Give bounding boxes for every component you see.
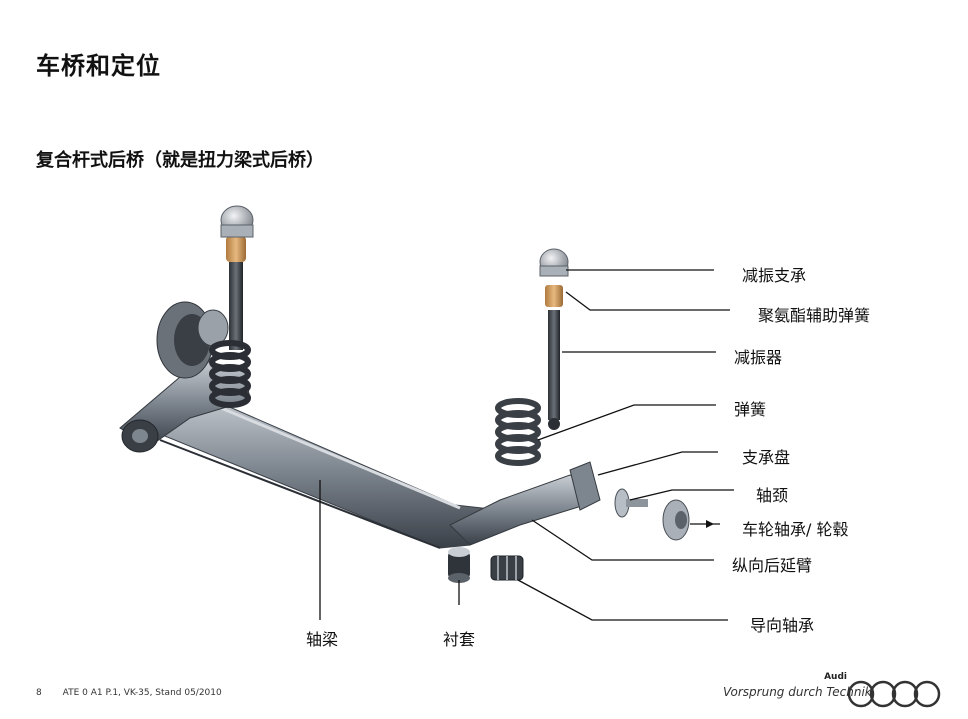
left-coil-spring bbox=[209, 340, 251, 408]
footer-info: 8 ATE 0 A1 P.1, VK-35, Stand 05/2010 bbox=[36, 688, 222, 698]
axle-beam bbox=[149, 391, 501, 549]
label-wheel-bearing-hub: 车轮轴承/ 轮毂 bbox=[742, 520, 849, 539]
slide-title: 车桥和定位 bbox=[36, 52, 161, 80]
brand-slogan: Vorsprung durch Technik bbox=[723, 685, 872, 699]
leader-guide-bearing bbox=[517, 579, 728, 621]
brand-name: Audi bbox=[824, 672, 847, 682]
page-number: 8 bbox=[36, 688, 42, 698]
leader-pu-bump-stop bbox=[565, 291, 730, 311]
leader-lines bbox=[319, 269, 734, 621]
audi-rings-icon bbox=[847, 680, 941, 708]
right-shock-absorber bbox=[539, 248, 569, 430]
leader-trailing-arm bbox=[531, 519, 714, 561]
right-coil-spring bbox=[495, 398, 541, 466]
leader-arrowheads bbox=[706, 520, 714, 528]
label-stub-axle: 轴颈 bbox=[756, 486, 789, 505]
left-shock-absorber bbox=[220, 205, 254, 350]
label-shock-absorber: 减振器 bbox=[734, 348, 783, 367]
label-axle-beam: 轴梁 bbox=[306, 630, 339, 649]
leader-spring bbox=[537, 404, 716, 441]
bushing-part bbox=[448, 547, 470, 583]
leader-spring-seat bbox=[597, 451, 718, 476]
guide-bearing-part bbox=[490, 555, 524, 581]
label-pu-bump-stop: 聚氨酯辅助弹簧 bbox=[758, 306, 871, 325]
label-shock-mount: 减振支承 bbox=[742, 266, 807, 285]
leader-stub-axle bbox=[629, 489, 734, 501]
label-trailing-arm: 纵向后延臂 bbox=[732, 556, 813, 575]
left-brake-disc bbox=[156, 301, 229, 379]
label-spring-seat: 支承盘 bbox=[742, 448, 791, 467]
wheel-hub bbox=[662, 499, 690, 541]
right-trailing-arm bbox=[449, 461, 601, 546]
label-spring: 弹簧 bbox=[734, 400, 767, 419]
label-bushing: 衬套 bbox=[443, 630, 476, 649]
label-guide-bearing: 导向轴承 bbox=[750, 616, 815, 635]
slide-subtitle: 复合杆式后桥（就是扭力梁式后桥） bbox=[36, 150, 324, 171]
stub-axle bbox=[614, 488, 648, 518]
audi-brand: Audi Vorsprung durch Technik bbox=[723, 672, 955, 712]
footer-reference: ATE 0 A1 P.1, VK-35, Stand 05/2010 bbox=[62, 688, 222, 698]
